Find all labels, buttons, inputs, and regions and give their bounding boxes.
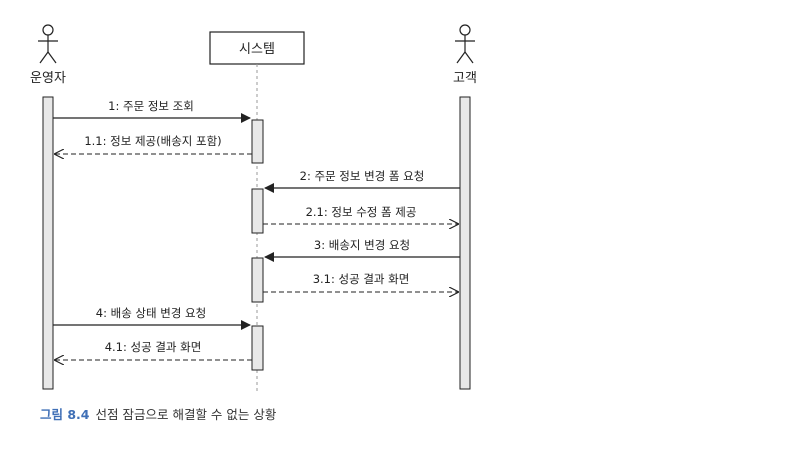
operator-label: 운영자 [30,71,66,86]
operator-actor-icon [38,24,58,64]
message-4-1-label: 4.1: 성공 결과 화면 [105,340,202,354]
figure-caption: 그림 8.4 선점 잠금으로 해결할 수 없는 상황 [40,404,276,423]
system-box [209,31,305,65]
system-activation-bar [251,188,264,234]
system-label: 시스템 [239,42,275,57]
system-activation-bar [251,257,264,303]
customer-activation-bar [459,96,471,390]
figure-number: 그림 8.4 [40,407,90,422]
message-1-label: 1: 주문 정보 조회 [108,99,194,113]
message-3-1-label: 3.1: 성공 결과 화면 [313,272,410,286]
message-2-label: 2: 주문 정보 변경 폼 요청 [300,169,425,183]
message-2-1-label: 2.1: 정보 수정 폼 제공 [306,205,417,219]
customer-label: 고객 [453,71,477,86]
customer-actor-icon [455,24,475,64]
message-3-label: 3: 배송지 변경 요청 [314,238,410,252]
message-1-1-label: 1.1: 정보 제공(배송지 포함) [84,134,221,148]
operator-activation-bar [42,96,54,390]
message-4-label: 4: 배송 상태 변경 요청 [96,306,206,320]
system-activation-bar [251,119,264,164]
figure-caption-text: 선점 잠금으로 해결할 수 없는 상황 [95,407,277,422]
system-activation-bar [251,325,264,371]
